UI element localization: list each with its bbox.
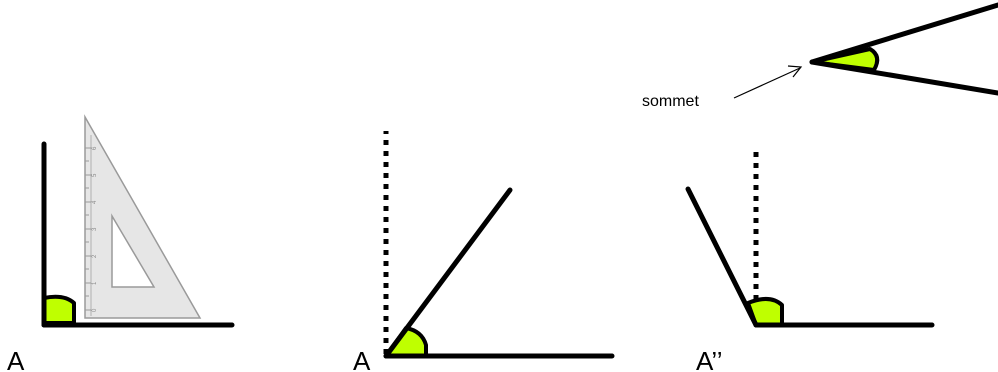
set-square-ticks xyxy=(85,147,91,311)
vertex-label-a-2: A xyxy=(353,346,371,372)
sommet-ray-lower xyxy=(809,59,998,96)
sommet-arrowhead xyxy=(787,65,803,78)
sommet-ray-upper xyxy=(809,2,998,65)
ruler-tick-1: 1 xyxy=(92,281,98,285)
obtuse-angle-marker xyxy=(746,297,784,327)
ruler-tick-6: 6 xyxy=(92,146,98,150)
obtuse-angle-figure: A’’ xyxy=(685,150,935,372)
acute-oblique-ray xyxy=(383,187,513,359)
right-angle-figure: 0 1 2 3 4 5 6 A xyxy=(7,114,235,372)
ruler-tick-4: 4 xyxy=(92,200,98,204)
ruler-tick-3: 3 xyxy=(92,227,98,231)
set-square: 0 1 2 3 4 5 6 xyxy=(84,114,202,319)
ruler-tick-5: 5 xyxy=(92,173,98,177)
right-angle-marker xyxy=(42,294,76,325)
sommet-angle: sommet xyxy=(642,2,998,110)
sommet-label: sommet xyxy=(642,93,699,110)
vertex-label-a-double-prime: A’’ xyxy=(696,346,723,372)
obtuse-oblique-ray xyxy=(685,186,759,328)
ruler-tick-0: 0 xyxy=(92,308,98,312)
set-square-tick-labels: 0 1 2 3 4 5 6 xyxy=(92,146,98,312)
set-square-body xyxy=(84,114,202,319)
sommet-arrow-line xyxy=(733,67,801,99)
acute-angle-figure: A xyxy=(353,131,615,372)
vertex-label-a-1: A xyxy=(7,346,25,372)
ruler-tick-2: 2 xyxy=(92,254,98,258)
